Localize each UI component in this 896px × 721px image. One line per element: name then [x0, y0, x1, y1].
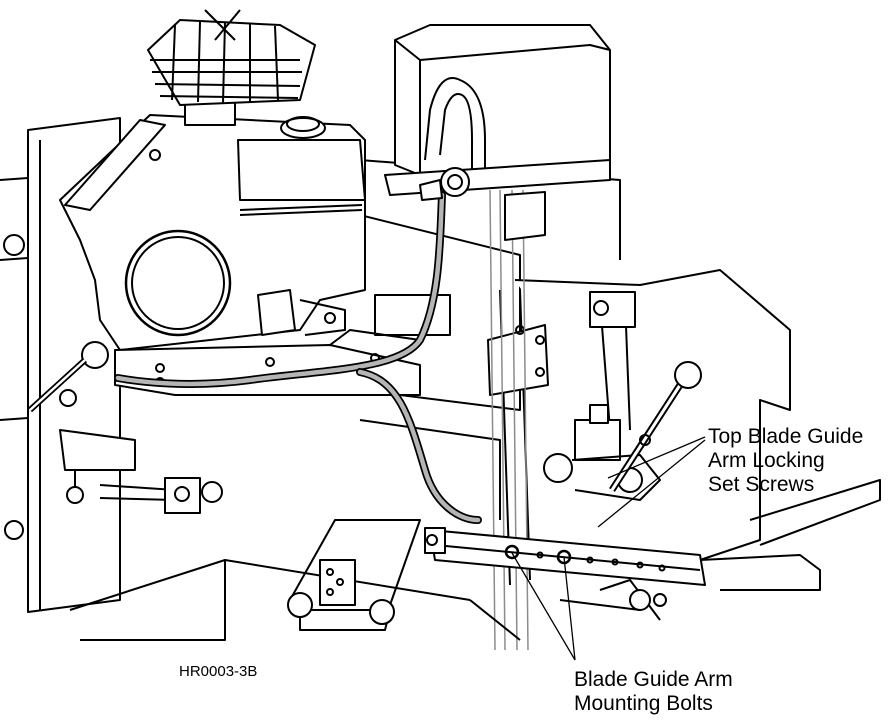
callout-line: Arm Locking [708, 449, 825, 472]
blade [489, 189, 529, 651]
leader-lines [511, 436, 706, 661]
callout-line: Blade Guide Arm [574, 668, 733, 691]
throttle-linkage [27, 341, 223, 514]
sawmill-bed [69, 519, 667, 641]
callout-top-blade-guide-set-screws: Top Blade Guide Arm Locking Set Screws [708, 425, 863, 497]
blade-housing-cover [384, 24, 611, 241]
figure-id-label: HR0003-3B [179, 663, 258, 680]
engine [59, 94, 366, 351]
blade-guide-frame [487, 269, 881, 591]
callout-line: Set Screws [708, 473, 815, 496]
blade-guide-adjuster [543, 361, 702, 501]
blade-guide-arm [424, 527, 706, 586]
callout-blade-guide-mounting-bolts: Blade Guide Arm Mounting Bolts [574, 668, 733, 716]
hose [114, 191, 482, 524]
callout-line: Mounting Bolts [574, 692, 713, 715]
air-cleaner-cage [147, 9, 316, 106]
callout-line: Top Blade Guide [708, 425, 864, 448]
